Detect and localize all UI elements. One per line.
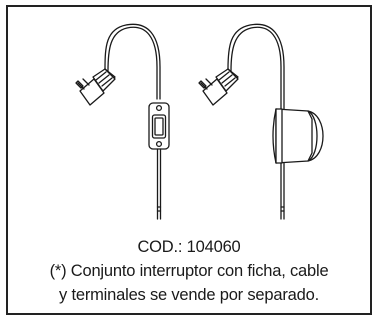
note-line-1: (*) Conjunto interruptor con ficha, cabl… [49, 262, 329, 280]
rocker-switch-icon [148, 102, 170, 150]
product-card: COD.: 104060 (*) Conjunto interruptor co… [6, 5, 372, 315]
plug-icon-right [198, 68, 239, 106]
product-code: COD.: 104060 [137, 238, 241, 256]
left-switch-cable-drawing [75, 23, 170, 220]
product-illustration [75, 23, 324, 220]
terminal-cover-icon [272, 108, 324, 164]
right-plug-cable-drawing [198, 23, 324, 220]
plug-icon [75, 68, 116, 106]
note-line-2: y terminales se vende por separado. [59, 286, 319, 304]
caption-block: COD.: 104060 (*) Conjunto interruptor co… [8, 235, 370, 307]
